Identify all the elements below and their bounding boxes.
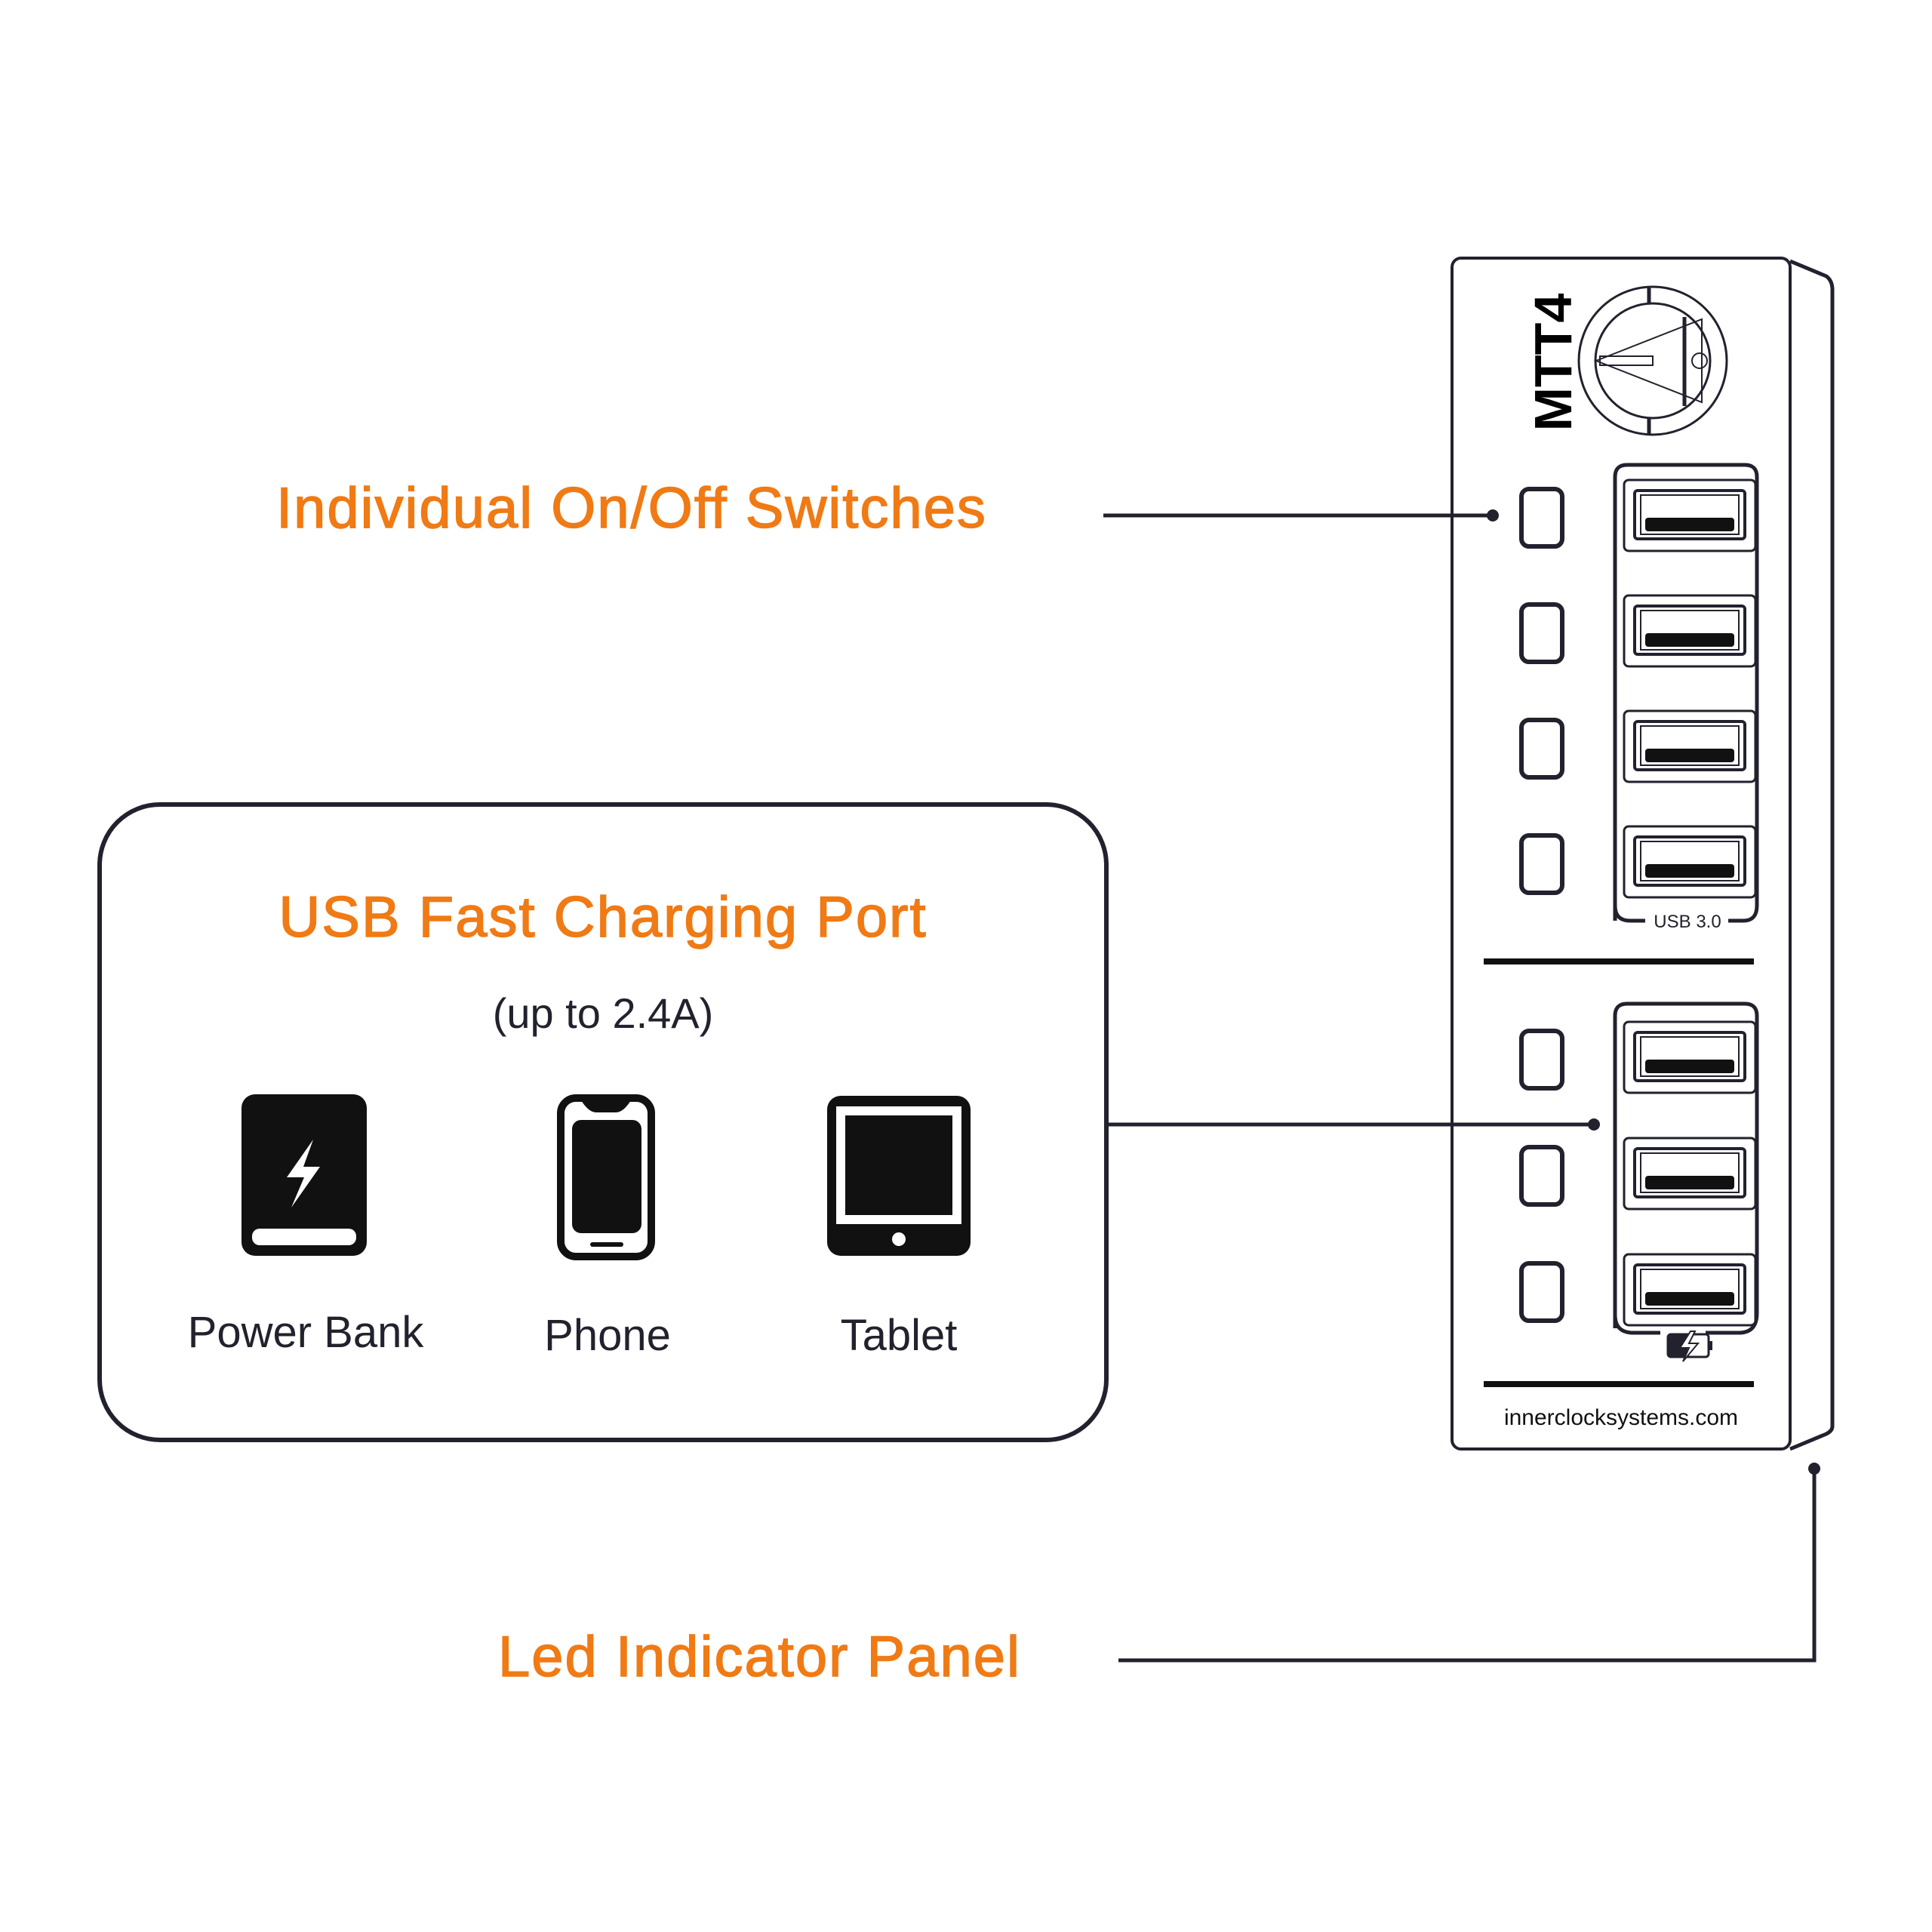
charging-port-group [1613, 1001, 1759, 1335]
usb3-port-3 [1623, 709, 1757, 783]
power-switch-1[interactable] [1519, 487, 1564, 549]
device-label-phone: Phone [544, 1311, 671, 1360]
usb3-group-label: USB 3.0 [1654, 912, 1721, 932]
port-column [1623, 478, 1757, 1327]
usb3-port-group [1613, 463, 1759, 923]
device-model-label: MTT4 [1524, 293, 1583, 432]
usb3-port-4 [1623, 825, 1757, 899]
power-switch-3[interactable] [1519, 718, 1564, 780]
device-label-power-bank: Power Bank [187, 1308, 424, 1357]
power-bank-icon [242, 1094, 367, 1256]
innerclock-logo [1577, 285, 1728, 436]
switches-leader-dot [1487, 509, 1499, 521]
panel-divider-1 [1484, 958, 1754, 964]
device-label-tablet: Tablet [840, 1311, 958, 1360]
info-box-title: USB Fast Charging Port [278, 884, 928, 950]
power-switch-2[interactable] [1519, 602, 1564, 664]
charging-port-6 [1623, 1137, 1757, 1211]
switches-callout-label: Individual On/Off Switches [275, 475, 987, 541]
power-switch-6[interactable] [1519, 1145, 1564, 1207]
usb3-port-2 [1623, 594, 1757, 668]
power-switch-7[interactable] [1519, 1261, 1564, 1323]
charging-port-7 [1623, 1253, 1757, 1327]
info-box-subtitle: (up to 2.4A) [492, 989, 714, 1037]
switch-column [1519, 487, 1564, 1323]
charging-leader-dot [1588, 1118, 1600, 1131]
phone-icon [557, 1094, 655, 1260]
charging-port-5 [1623, 1020, 1757, 1094]
panel-divider-2 [1484, 1381, 1754, 1387]
battery-charging-icon [1666, 1331, 1712, 1362]
website-label: innerclocksystems.com [1503, 1405, 1739, 1430]
info-box-frame [97, 802, 1109, 1442]
led-leader-line [1118, 1469, 1817, 1663]
led-panel-callout-label: Led Indicator Panel [497, 1624, 1021, 1690]
device-side-face [1789, 259, 1835, 1451]
usb3-port-1 [1623, 478, 1757, 552]
power-switch-5[interactable] [1519, 1029, 1564, 1091]
led-leader-dot [1808, 1463, 1820, 1475]
power-switch-4[interactable] [1519, 833, 1564, 895]
tablet-icon [827, 1096, 971, 1256]
